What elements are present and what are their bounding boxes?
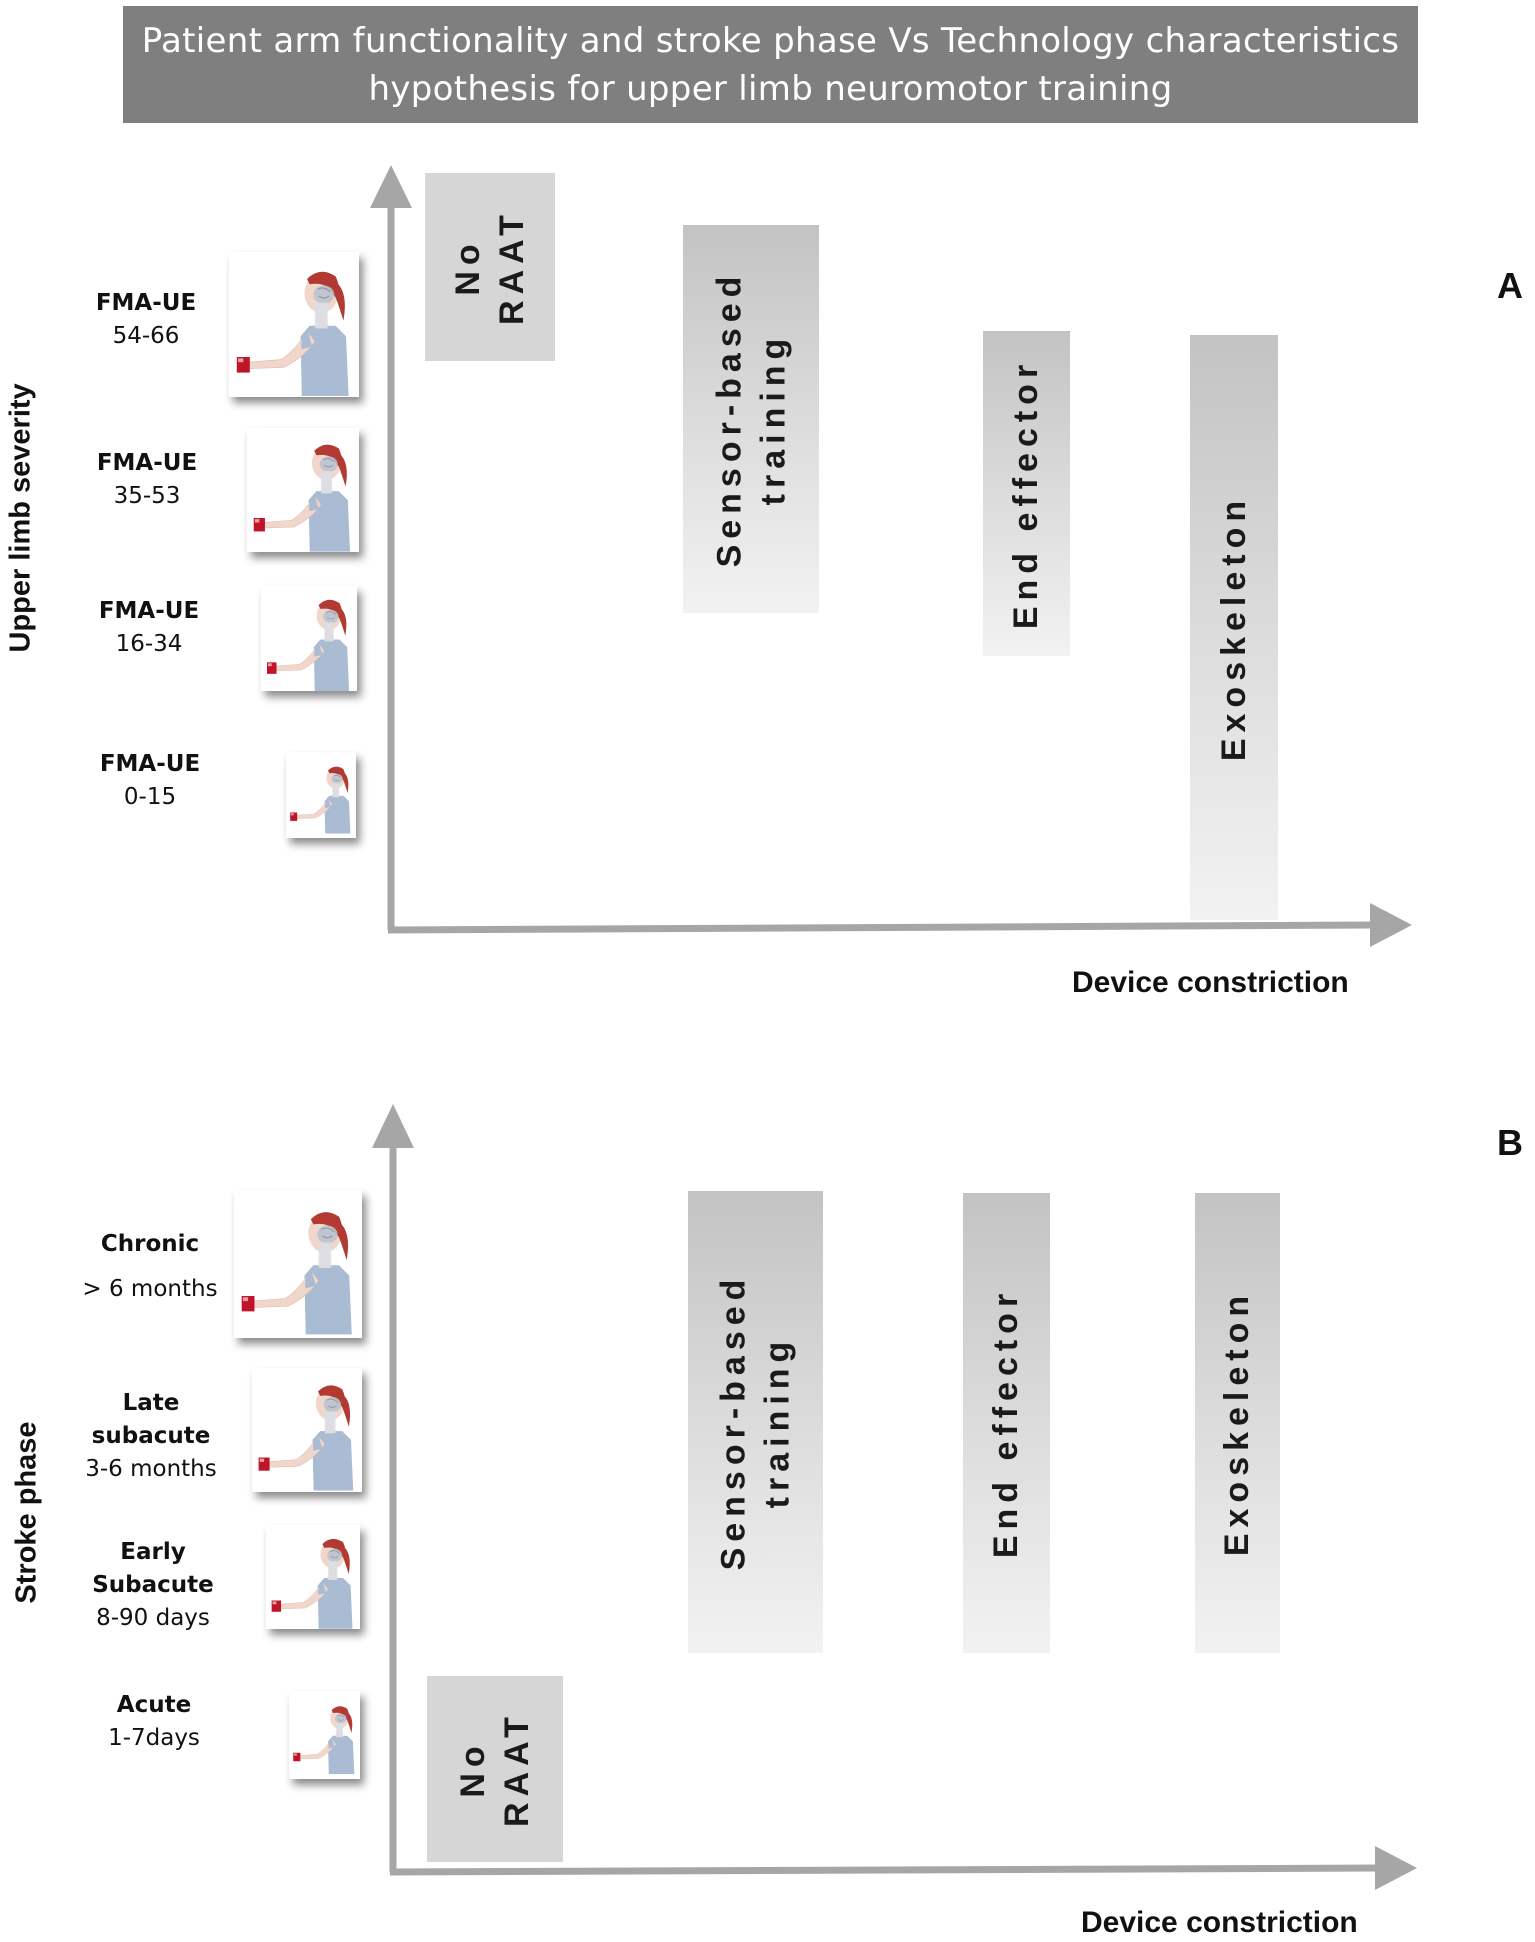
row-label-value: 54-66 [112,323,180,349]
row-label-bold: FMA-UE [99,751,201,777]
row-label-value: 16-34 [115,631,183,657]
row-label-value: 3-6 months [85,1456,217,1482]
panel-b-y-axis-title: Stroke phase [10,1421,43,1604]
row-label-value: 8-90 days [96,1605,210,1631]
bar-label: Exoskeleton [1216,1290,1260,1556]
panel-a-x-axis-title: Device constriction [1072,966,1349,999]
panel-a-row-label: FMA-UE 54-66 [71,287,221,353]
bar-label: End effector [985,1288,1029,1558]
bar-label-line-1: End effector [987,1287,1026,1559]
bar-label-line-1: Sensor-based [714,1273,753,1571]
patient-reaching-cup-icon [234,1190,362,1338]
panel-a-row-label: FMA-UE 16-34 [74,595,224,661]
panel-a-bar-sensor-based-training: Sensor-based training [683,225,819,613]
bar-label-line-1: Sensor-based [710,270,749,568]
bar-label-line-1: End effector [1007,358,1046,629]
bar-label: No RAAT [446,209,534,325]
panel-a-x-axis [387,921,1376,934]
row-label-bold: FMA-UE [95,290,197,316]
panel-a-bar-no-raat: No RAAT [425,173,555,361]
patient-reaching-cup-icon [261,586,357,691]
panel-b-bar-sensor-based-training: Sensor-based training [688,1191,823,1653]
panel-a-row-label: FMA-UE 35-53 [72,447,222,513]
panel-b-axes [372,1104,1417,1890]
bar-label: No RAAT [451,1711,539,1827]
bar-label-line-2: RAAT [493,209,531,325]
row-label-bold: Early [120,1539,186,1565]
panel-b-row-label: Early Subacute 8-90 days [78,1536,228,1635]
panel-b-x-axis [389,1864,1381,1876]
panel-a-letter: A [1497,265,1523,306]
panel-b-bar-exoskeleton: Exoskeleton [1195,1193,1280,1653]
patient-reaching-cup-icon [247,428,359,552]
row-label-bold-2: Subacute [92,1572,214,1598]
panel-a-row-label: FMA-UE 0-15 [75,748,225,814]
patient-reaching-cup-icon [229,252,359,397]
patient-reaching-cup-icon [286,752,356,838]
bar-label: Sensor-based training [707,271,795,568]
panel-a-x-arrowhead [1370,903,1412,947]
bar-label: End effector [1005,358,1049,628]
panel-b-x-arrowhead [1375,1846,1417,1890]
row-label-value: 0-15 [123,784,177,810]
panel-b-row-label: Late subacute 3-6 months [76,1387,226,1486]
bar-label-line-1: Exoskeleton [1218,1289,1257,1557]
row-label-bold: Acute [116,1692,192,1718]
panel-a-y-axis-title: Upper limb severity [4,383,37,653]
bar-label-line-1: Exoskeleton [1215,494,1253,761]
row-label-bold: FMA-UE [96,450,198,476]
panel-b-row-label: Chronic > 6 months [75,1228,225,1306]
row-label-value: > 6 months [82,1276,218,1302]
panel-a-axes [370,165,1412,947]
panel-b-y-arrowhead [372,1104,414,1148]
bar-label-line-1: No [449,238,487,296]
patient-reaching-cup-icon [289,1691,360,1779]
row-label-value: 1-7days [108,1725,200,1751]
bar-label-line-1: No [454,1740,492,1798]
panel-b-x-axis-title: Device constriction [1081,1906,1358,1939]
row-label-bold: FMA-UE [98,598,200,624]
bar-label-line-2: training [754,332,793,506]
row-label-bold: Late [122,1390,180,1416]
panel-a-bar-end-effector: End effector [983,331,1070,656]
panel-b-letter: B [1497,1122,1523,1163]
figure-title-line-1: Patient arm functionality and stroke pha… [141,20,1400,61]
panel-a-bar-exoskeleton: Exoskeleton [1190,335,1278,920]
panel-b-bar-end-effector: End effector [963,1193,1050,1653]
figure-title: Patient arm functionality and stroke pha… [123,6,1418,123]
bar-label-line-2: RAAT [498,1711,536,1827]
patient-reaching-cup-icon [252,1368,362,1492]
bar-label-line-2: training [758,1335,797,1509]
panel-a-y-arrowhead [370,165,412,208]
patient-reaching-cup-icon [266,1525,360,1629]
row-label-bold: Chronic [100,1231,200,1257]
figure-title-line-2: hypothesis for upper limb neuromotor tra… [368,68,1173,109]
bar-label: Exoskeleton [1212,494,1256,760]
panel-b-row-label: Acute 1-7days [79,1689,229,1755]
panel-b-bar-no-raat: No RAAT [427,1676,563,1862]
bar-label: Sensor-based training [712,1274,800,1571]
row-label-bold-2: subacute [91,1423,211,1449]
row-label-value: 35-53 [113,483,181,509]
